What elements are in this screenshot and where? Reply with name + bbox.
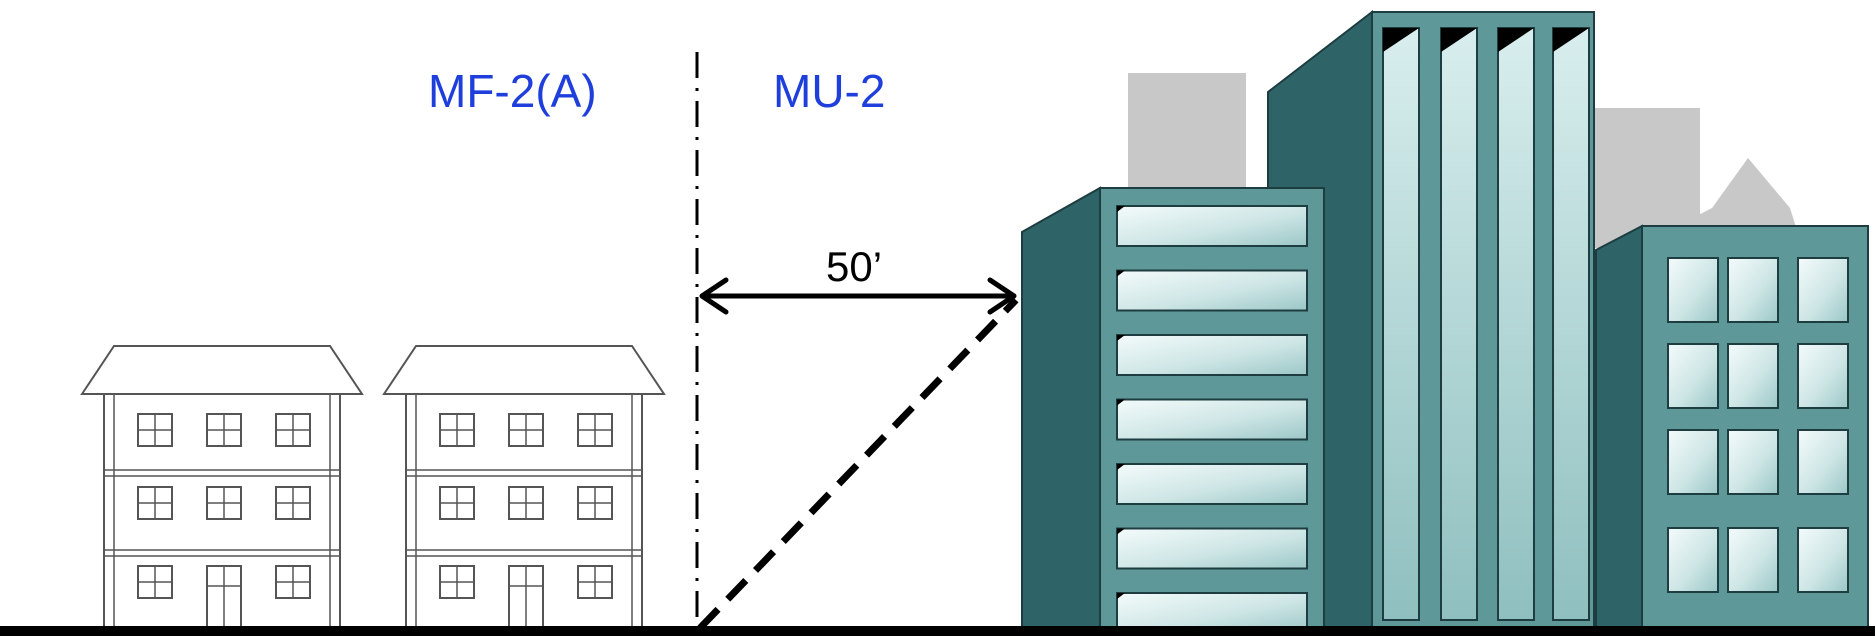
background-buildings xyxy=(1128,73,1800,248)
house-window xyxy=(577,486,613,520)
house xyxy=(382,345,666,631)
house-window xyxy=(439,486,475,520)
tower-window-strip xyxy=(1382,27,1420,621)
tower-window-strip xyxy=(1552,27,1590,621)
tall-tower xyxy=(1267,9,1595,637)
height-plane-line xyxy=(697,297,1019,631)
right-building-window xyxy=(1727,527,1779,593)
right-building-window xyxy=(1667,257,1719,323)
house-window xyxy=(137,413,173,447)
right-building-window xyxy=(1797,343,1849,409)
right-building-window xyxy=(1727,257,1779,323)
setback-dimension-arrow xyxy=(699,277,1017,315)
midrise-window-band xyxy=(1116,205,1308,247)
house-door xyxy=(206,565,242,631)
house-window xyxy=(275,413,311,447)
zone-label-right: MU-2 xyxy=(773,65,886,117)
midrise-window-band xyxy=(1116,398,1308,441)
house-window xyxy=(206,413,242,447)
house-window xyxy=(275,565,311,599)
right-building-window xyxy=(1797,429,1849,495)
house-window xyxy=(439,565,475,599)
midrise-window-band xyxy=(1116,527,1308,570)
right-building-window xyxy=(1797,527,1849,593)
right-building-window xyxy=(1667,343,1719,409)
house-window xyxy=(577,413,613,447)
house-window xyxy=(137,565,173,599)
ground-line xyxy=(0,626,1875,636)
house-window xyxy=(275,486,311,520)
right-building-window xyxy=(1667,527,1719,593)
right-building-window xyxy=(1667,429,1719,495)
setback-label: 50’ xyxy=(826,243,883,290)
house-window xyxy=(439,413,475,447)
house-window xyxy=(577,565,613,599)
midrise-window-band xyxy=(1116,334,1308,376)
right-building-window xyxy=(1797,257,1849,323)
background-building-peak xyxy=(1650,158,1800,240)
midrise-window-band xyxy=(1116,269,1308,312)
midrise-building-left xyxy=(1021,186,1325,637)
house-window xyxy=(508,413,544,447)
house xyxy=(80,345,364,631)
right-building-window xyxy=(1727,343,1779,409)
tower-window-strip xyxy=(1440,27,1478,621)
tower-window-strip xyxy=(1497,27,1535,621)
house-door xyxy=(508,565,544,631)
house-window xyxy=(508,486,544,520)
house-window xyxy=(137,486,173,520)
right-building-window xyxy=(1727,429,1779,495)
midrise-building-right xyxy=(1595,224,1869,637)
house-window xyxy=(206,486,242,520)
midrise-window-band xyxy=(1116,463,1308,505)
zone-label-left: MF-2(A) xyxy=(428,65,597,117)
